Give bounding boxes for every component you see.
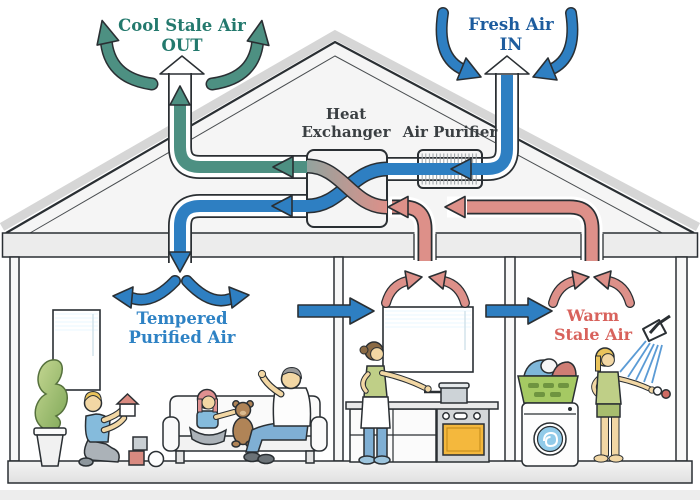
girl-on-couch	[188, 388, 237, 446]
toy-blocks	[128, 436, 165, 468]
flow-stale-out	[174, 100, 307, 173]
window-icon	[52, 309, 101, 391]
woman-laundry	[591, 347, 663, 463]
heat-exchanger-box-icon	[306, 149, 388, 228]
label-warm-stale-2: Stale Air	[554, 325, 633, 344]
label-air-purifier: Air Purifier	[402, 123, 499, 141]
living-room	[33, 309, 328, 468]
arrowhead-extract-bl	[571, 270, 590, 290]
transfer-arrow-living-kitchen	[297, 297, 375, 325]
roof-vent-in-icon	[484, 55, 530, 75]
vent-channel-walls	[413, 234, 604, 260]
arrowhead-extract-kr	[428, 270, 447, 290]
arrowhead-return-hx	[387, 195, 409, 219]
arrowhead-supply-left	[271, 194, 293, 218]
arrowhead-fresh-left	[450, 157, 472, 181]
hx-cross-exhaust	[306, 160, 388, 213]
arrowhead-supply-down	[168, 251, 192, 273]
woman-cooking	[358, 341, 432, 465]
bottom-strip	[0, 490, 700, 500]
label-cool-stale-air-2: OUT	[161, 36, 203, 55]
transfer-arrow-kitchen-bath	[485, 297, 553, 325]
bathroom-laundry	[517, 314, 671, 467]
laundry-basket-icon	[517, 358, 579, 404]
wall-left	[9, 256, 20, 462]
toy-house-icon	[115, 392, 140, 417]
arrowhead-in-left	[456, 57, 482, 81]
flow-supply	[174, 200, 307, 258]
label-heat-exchanger-1: Heat	[326, 105, 366, 123]
stove-icon	[436, 406, 490, 463]
flow-fresh-in	[387, 75, 513, 175]
stale-air-out-arrows	[96, 19, 270, 91]
teddy-bear-icon	[231, 400, 255, 448]
arrowhead-in-right	[532, 57, 558, 81]
label-tempered-1: Tempered	[136, 309, 228, 328]
arrowhead-extract-kl	[404, 270, 423, 290]
label-fresh-air-1: Fresh Air	[468, 15, 554, 34]
label-tempered-2: Purified Air	[129, 328, 236, 347]
arrowhead-stale-up	[169, 85, 191, 106]
cooking-pot-icon	[424, 382, 470, 404]
warm-air-extract-arrows-bath	[548, 270, 635, 308]
shower-icon	[619, 314, 671, 384]
washing-machine-icon	[521, 402, 579, 467]
room-transfer-arrows	[297, 297, 553, 325]
arrowhead-out-left	[96, 19, 120, 46]
shower-knob-icon	[661, 389, 671, 399]
arrowhead-return-merge	[444, 195, 466, 219]
label-cool-stale-air-1: Cool Stale Air	[118, 16, 246, 35]
wall-right	[675, 256, 688, 462]
floor-band	[7, 460, 693, 484]
kitchen	[345, 306, 499, 465]
arrowhead-out-right	[246, 19, 270, 47]
diagram-labels: Cool Stale Air OUT Fresh Air IN Heat Exc…	[118, 15, 632, 347]
tempered-air-fan-arrows	[112, 275, 250, 309]
plant-icon	[33, 359, 68, 467]
label-fresh-air-2: IN	[500, 35, 523, 54]
arrowhead-extract-br	[593, 270, 612, 290]
wall-kitchen-bath	[504, 256, 516, 462]
arrowhead-stale-left	[272, 155, 294, 179]
boy-playing	[78, 390, 140, 467]
arrowhead-tempered-right	[228, 286, 250, 309]
kitchen-window-icon	[382, 306, 474, 373]
warm-air-extract-arrows-kitchen	[381, 270, 470, 308]
flow-return-bath	[467, 201, 598, 261]
roof-vent-out-icon	[159, 55, 205, 75]
fresh-air-in-arrows	[435, 7, 579, 81]
house-roof	[0, 29, 700, 234]
air-flows	[168, 75, 600, 273]
arrowhead-tempered-left	[112, 286, 134, 309]
wall-living-kitchen	[333, 256, 344, 462]
man-on-couch	[243, 366, 312, 465]
label-heat-exchanger-2: Exchanger	[302, 123, 392, 141]
label-warm-stale-1: Warm	[566, 306, 619, 325]
